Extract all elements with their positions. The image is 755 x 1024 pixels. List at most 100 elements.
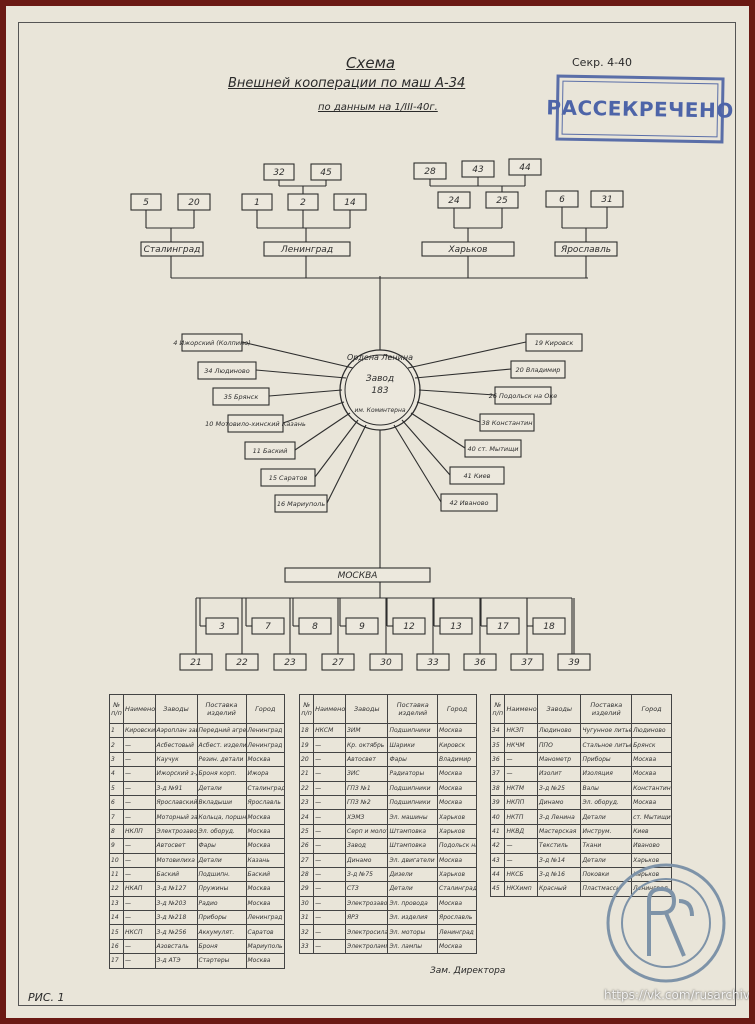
city-1-plant-20-label: 20 [188, 198, 200, 208]
right-node-4-box [479, 413, 535, 432]
table-cell: Подшипники [387, 794, 439, 811]
table-cell: — [123, 852, 156, 868]
table-cell: Фары [387, 751, 439, 768]
table-cell: — [123, 766, 156, 782]
moscow-plant-17-label: 17 [497, 622, 509, 632]
table-cell: Мотовилиха [154, 852, 198, 868]
table-cell: Фары [196, 838, 247, 854]
table-cell: Москва [631, 751, 672, 768]
city-2-plant-32-label: 32 [273, 168, 285, 178]
table-cell: 17 [109, 953, 124, 969]
city-2-box [263, 241, 351, 257]
right-node-5-label: 40 ст. Мытищи [468, 445, 519, 453]
table-cell: 1 [109, 722, 124, 739]
left-node-5-label: 11 Баский [253, 447, 288, 455]
table-cell: Изоляция [580, 766, 633, 782]
diagram-subtitle: Внешней кооперации по маш А-34 [228, 76, 466, 91]
plants-table-2: № п/пНаименованиеЗаводыПоставка изделийГ… [298, 694, 477, 955]
table-cell: Автосвет [154, 838, 198, 854]
table-cell: 42 [489, 838, 506, 854]
table-header-cell: № п/п [109, 694, 124, 724]
table-cell: — [313, 766, 347, 782]
table-cell: 22 [298, 780, 315, 796]
moscow-city-box [284, 567, 431, 583]
connector-line [326, 424, 367, 504]
table-cell: — [123, 838, 156, 854]
table-header-cell: Город [631, 694, 672, 724]
right-node-3-box [494, 386, 552, 405]
moscow-plant-37-label: 37 [521, 658, 533, 668]
table-cell: 41 [489, 823, 506, 840]
table-cell: Пружины [196, 881, 247, 897]
table-cell: ЗИС [345, 766, 389, 782]
table-header-cell: № п/п [298, 694, 315, 724]
table-cell: НКТМ [504, 780, 539, 796]
table-cell: Кольца, поршни [196, 809, 247, 825]
table-cell: Передний агрегат [196, 722, 247, 739]
table-cell: Ярославль [437, 910, 477, 926]
moscow-plant-12-label: 12 [403, 622, 415, 632]
table-cell: Броня корп. [196, 766, 247, 782]
right-node-7-box [440, 493, 498, 512]
table-cell: Москва [437, 766, 477, 782]
table-cell: Ленинград [437, 924, 477, 940]
connector-line [268, 389, 343, 397]
left-node-6-box [260, 468, 316, 487]
figure-label: РИС. 1 [28, 991, 65, 1004]
table-header-row: № п/пНаименованиеЗаводыПоставка изделийГ… [489, 694, 672, 724]
table-cell: 34 [489, 722, 506, 739]
city-2-label: Ленинград [280, 245, 333, 255]
stamp-code: Секр. 4-40 [572, 56, 633, 69]
table-cell: З-д №75 [345, 866, 389, 883]
right-node-6-box [449, 466, 505, 485]
table-cell: — [123, 866, 156, 883]
city-4-plant-6-label: 6 [559, 195, 565, 205]
diagram-title: Схема [346, 54, 396, 72]
table-cell: З-д №256 [154, 924, 198, 940]
table-cell: Людиново [631, 722, 672, 739]
city-2-plant-14-label: 14 [344, 198, 356, 208]
drawing-frame [18, 22, 736, 1006]
table-cell: Детали [387, 881, 439, 897]
table-cell: Сталинград [437, 881, 477, 897]
table-cell: 12 [109, 881, 124, 897]
table-cell: — [504, 751, 539, 768]
table-cell: Москва [437, 895, 477, 912]
table-cell: — [313, 938, 347, 955]
table-cell: 20 [298, 751, 315, 768]
table-cell: Эл. лампы [387, 938, 439, 955]
table-cell: — [123, 809, 156, 825]
table-cell: 40 [489, 809, 506, 825]
moscow-plant-9-label: 9 [359, 622, 365, 632]
moscow-plant-13-label: 13 [450, 622, 462, 632]
table-cell: Москва [245, 823, 285, 840]
table-cell: Кировск [437, 737, 477, 753]
table-cell: Подшипники [387, 722, 439, 739]
table-cell: Москва [631, 794, 672, 811]
table-cell: Мариуполь [245, 938, 285, 955]
table-cell: З-д №16 [537, 866, 582, 883]
table-cell: 45 [489, 881, 506, 897]
table-cell: Баский [245, 866, 285, 883]
table-cell: Москва [437, 794, 477, 811]
table-header-cell: Поставка изделий [387, 694, 439, 724]
table-cell: Асбест. изделия [196, 737, 247, 753]
connector-line [282, 401, 345, 424]
table-cell: Стартеры [196, 953, 247, 969]
table-cell: Баский [154, 866, 198, 883]
table-cell: Детали [580, 809, 633, 825]
table-cell: Детали [196, 780, 247, 796]
table-cell: НКЛП [123, 823, 156, 840]
left-node-7-label: 16 Мариуполь [277, 500, 326, 508]
left-node-7-box [274, 494, 328, 513]
table-cell: Кр. октябрь [345, 737, 389, 753]
